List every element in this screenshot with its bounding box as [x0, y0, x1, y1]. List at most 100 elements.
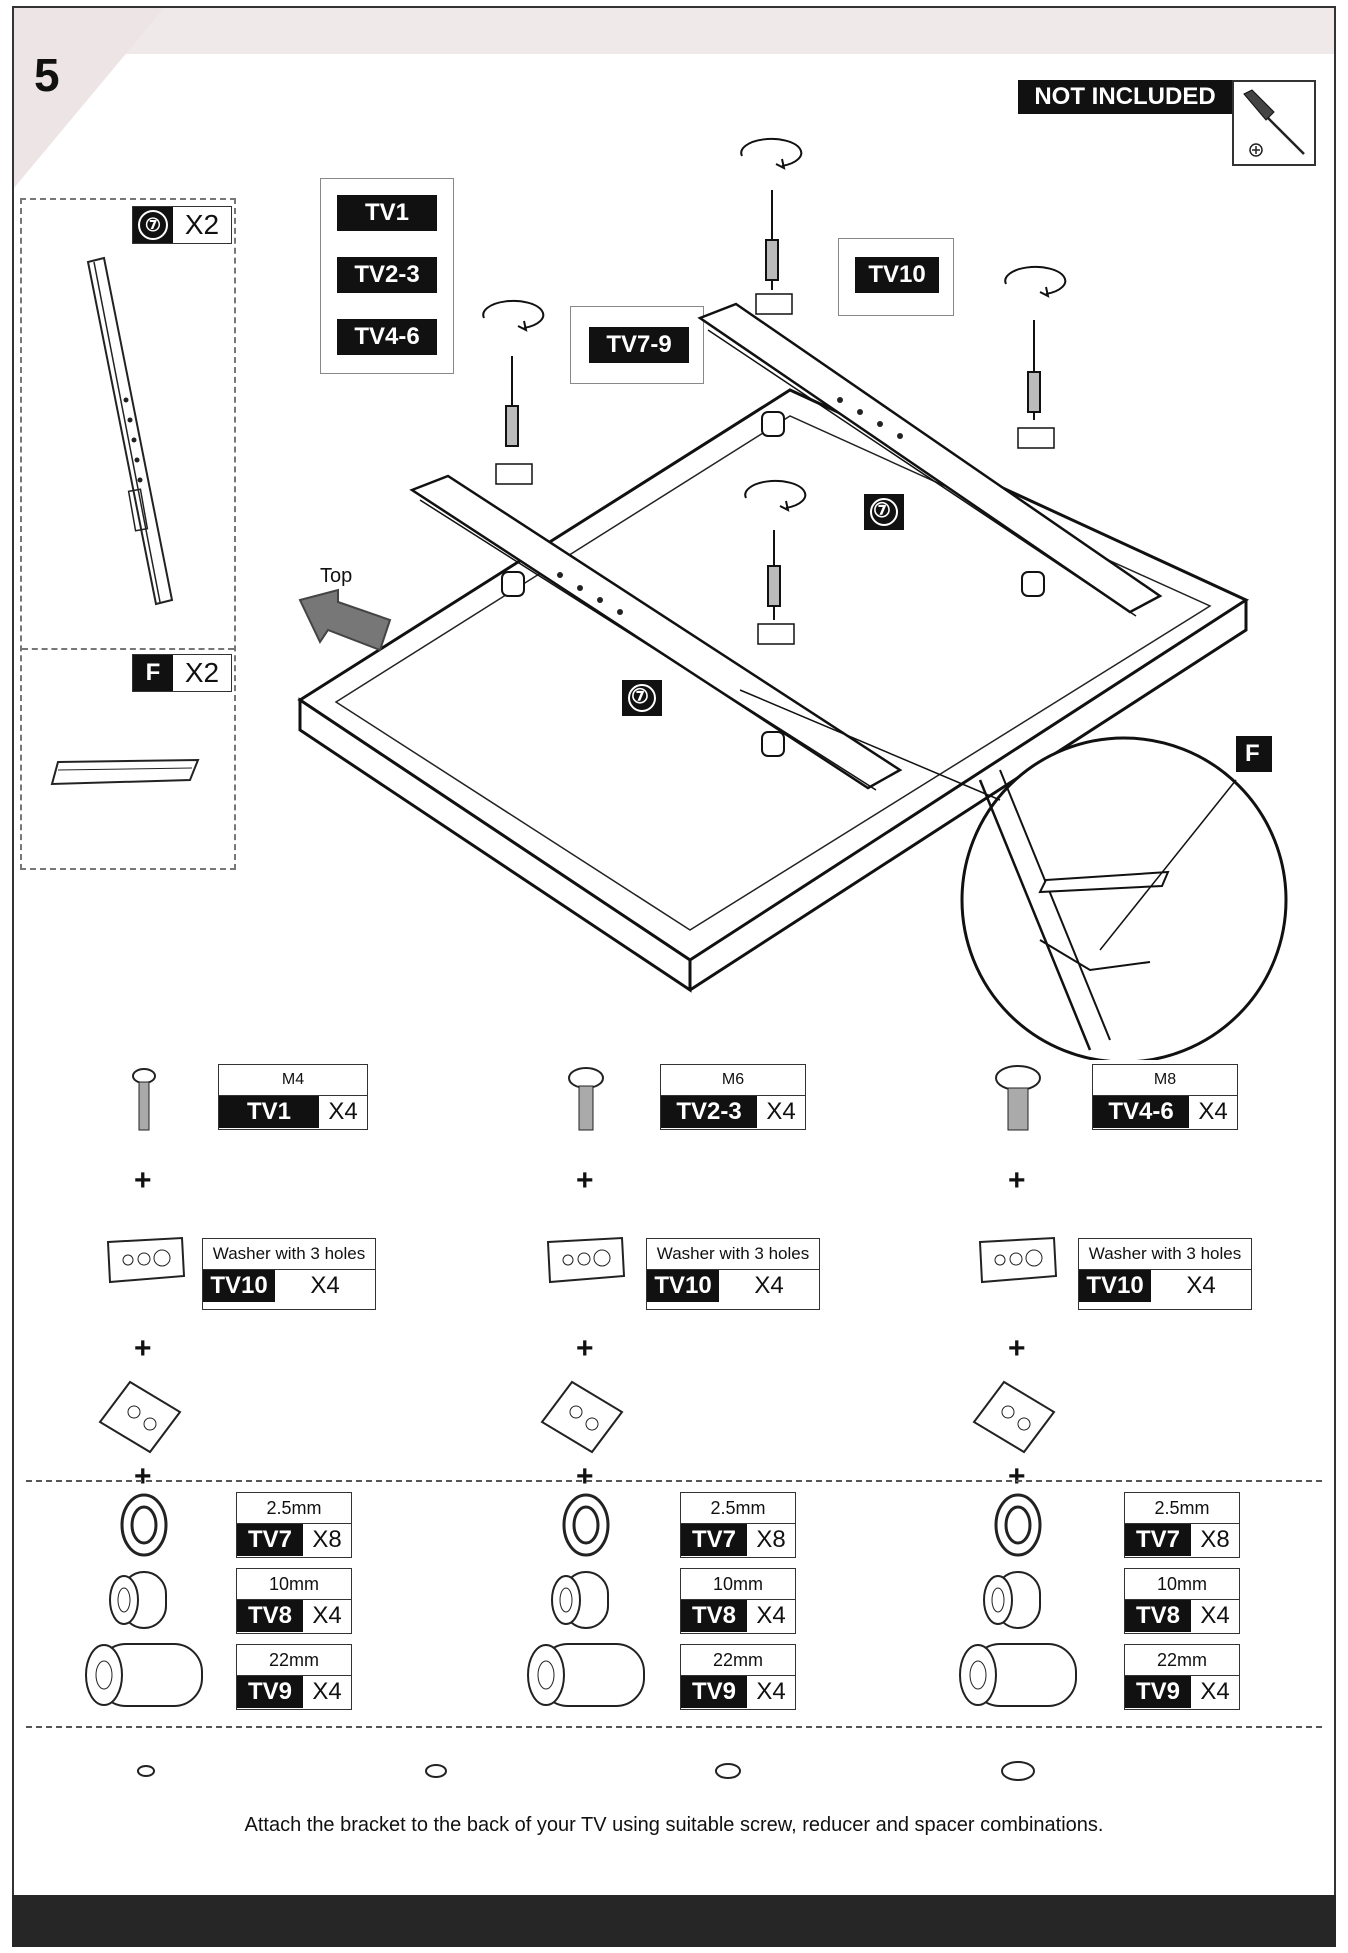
spacer-section-bottom-divider — [26, 1726, 1322, 1728]
spacer-size: 22mm — [681, 1645, 795, 1676]
washer-title: Washer with 3 holes — [203, 1239, 375, 1270]
spacer-code: TV8 — [681, 1600, 747, 1632]
spacer-size: 10mm — [1125, 1569, 1239, 1600]
qty-label: X4 — [766, 1098, 796, 1125]
plus-sign: + — [576, 1460, 594, 1493]
screw-tag-group: TV1 TV2-3 TV4-6 — [320, 178, 454, 374]
code-label: TV4-6 — [1093, 1096, 1189, 1128]
washer-title: Washer with 3 holes — [1079, 1239, 1251, 1270]
washer-title: Washer with 3 holes — [647, 1239, 819, 1270]
spacer-code: TV7 — [1125, 1524, 1191, 1556]
size-label: M4 — [219, 1065, 367, 1096]
bracket-slot-icon — [98, 1380, 182, 1454]
washer-icon — [546, 1236, 626, 1284]
shim-illustration — [50, 758, 200, 786]
part7-number: ⑦ — [138, 210, 168, 240]
spacer-section-top-divider — [26, 1480, 1322, 1482]
not-included-label: NOT INCLUDED — [1018, 80, 1232, 114]
plus-sign: + — [134, 1460, 152, 1493]
size-label: M6 — [661, 1065, 805, 1096]
bracket-slot-icon — [540, 1380, 624, 1454]
label-m6: M6 TV2-3 X4 — [660, 1064, 806, 1130]
spacer-code: TV9 — [681, 1676, 747, 1708]
qty-label: X4 — [1198, 1098, 1228, 1125]
header-band — [14, 8, 1334, 54]
tag-tv1: TV1 — [337, 195, 437, 231]
spacer-code: TV8 — [237, 1600, 303, 1632]
plus-sign: + — [1008, 1332, 1026, 1365]
spacer-22mm-icon — [85, 1643, 203, 1707]
spacer-size: 10mm — [237, 1569, 351, 1600]
partF-qty: X2 — [184, 657, 220, 688]
plus-sign: + — [576, 1332, 594, 1365]
spacer-10mm-icon — [551, 1571, 609, 1629]
screw-m4-icon — [132, 1068, 156, 1131]
washer-icon — [106, 1236, 186, 1284]
reducer-ring-icon — [120, 1493, 168, 1557]
hole-size-markers — [137, 1761, 1035, 1781]
spacer-size: 2.5mm — [1125, 1493, 1239, 1524]
partF-label: F — [133, 655, 173, 691]
parts-panel: ⑦ X2 F X2 — [20, 198, 236, 870]
tv-mounting-diagram — [297, 137, 1288, 1060]
bracket-slot-icon — [972, 1380, 1056, 1454]
code-label: TV2-3 — [661, 1096, 757, 1128]
tag-tv79-box: TV7-9 — [570, 306, 704, 384]
washer-code: TV10 — [1079, 1270, 1151, 1302]
plus-sign: + — [1008, 1460, 1026, 1493]
spacer-size: 2.5mm — [237, 1493, 351, 1524]
washer-qty: X4 — [1186, 1272, 1216, 1299]
spacer-qty: X8 — [756, 1526, 786, 1553]
detail-f-label: F — [1245, 740, 1260, 767]
spacer-code: TV9 — [237, 1676, 303, 1708]
spacer-22mm-icon — [959, 1643, 1077, 1707]
spacer-qty: X4 — [312, 1602, 342, 1629]
spacer-code: TV7 — [237, 1524, 303, 1556]
spacer-code: TV9 — [1125, 1676, 1191, 1708]
plus-sign: + — [134, 1164, 152, 1197]
spacer-size: 10mm — [681, 1569, 795, 1600]
bracket-arm-illustration — [86, 256, 174, 606]
spacer-qty: X8 — [312, 1526, 342, 1553]
spacer-size: 2.5mm — [681, 1493, 795, 1524]
spacer-qty: X4 — [312, 1678, 342, 1705]
spacer-size: 22mm — [1125, 1645, 1239, 1676]
screw-m8-icon — [995, 1065, 1041, 1131]
footer-bar — [12, 1895, 1336, 1947]
top-direction-label: Top — [320, 565, 353, 587]
bracket-number-1: ⑦ — [873, 500, 891, 522]
spacer-qty: X4 — [1200, 1602, 1230, 1629]
spacer-qty: X4 — [756, 1678, 786, 1705]
tag-tv4-6: TV4-6 — [337, 319, 437, 355]
screwdriver-icon — [1232, 80, 1316, 166]
bracket-number-2: ⑦ — [631, 686, 649, 708]
reducer-ring-icon — [562, 1493, 610, 1557]
part7-qty: X2 — [184, 209, 220, 240]
instruction-caption: Attach the bracket to the back of your T… — [244, 1814, 1104, 1836]
tag-tv10: TV10 — [855, 257, 939, 293]
tag-tv7-9: TV7-9 — [589, 327, 689, 363]
spacer-size: 22mm — [237, 1645, 351, 1676]
panel-divider — [22, 648, 234, 650]
spacer-qty: X8 — [1200, 1526, 1230, 1553]
tag-tv2-3: TV2-3 — [337, 257, 437, 293]
washer-qty: X4 — [754, 1272, 784, 1299]
spacer-10mm-icon — [109, 1571, 167, 1629]
washer-icon — [978, 1236, 1058, 1284]
tag-tv10-box: TV10 — [838, 238, 954, 316]
code-label: TV1 — [219, 1096, 319, 1128]
qty-label: X4 — [328, 1098, 358, 1125]
plus-sign: + — [1008, 1164, 1026, 1197]
